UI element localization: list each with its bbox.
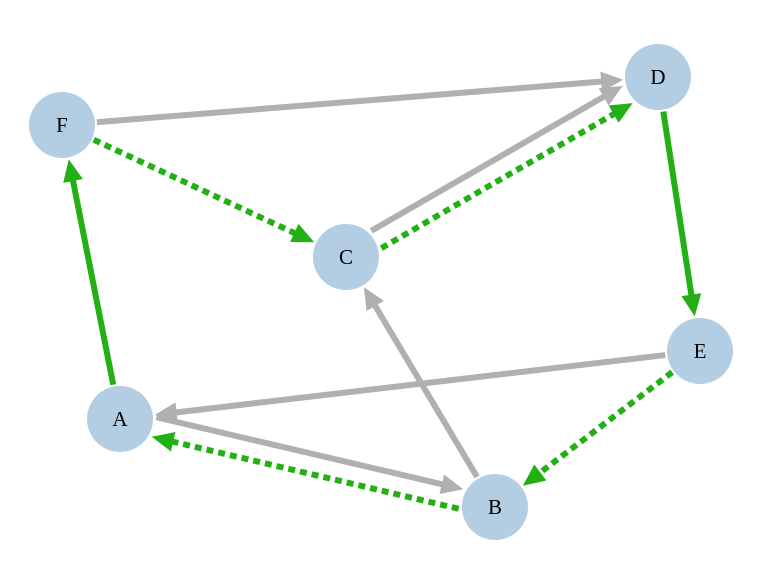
- node-A-circle: [87, 386, 153, 452]
- edge-B-A-dashed: [151, 432, 460, 512]
- edge-line: [155, 414, 445, 488]
- edge-line: [379, 110, 617, 251]
- node-E-circle: [667, 318, 733, 384]
- arrowhead: [151, 432, 176, 452]
- node-F-label: F: [56, 113, 68, 137]
- node-A: A: [87, 386, 153, 452]
- edge-line: [371, 302, 480, 479]
- arrowhead: [63, 159, 83, 183]
- node-B-circle: [462, 474, 528, 540]
- node-D: D: [625, 44, 691, 110]
- arrowhead: [363, 287, 384, 312]
- arrowhead: [439, 474, 464, 494]
- arrowhead: [154, 402, 178, 423]
- edge-F-D: [96, 71, 624, 126]
- edge-line: [69, 178, 117, 386]
- edge-line: [536, 369, 674, 477]
- edge-line: [369, 93, 607, 234]
- edge-line: [660, 111, 695, 298]
- node-C-label: C: [339, 245, 353, 269]
- node-A-label: A: [112, 407, 128, 431]
- node-B: B: [462, 474, 528, 540]
- arrowhead: [290, 223, 315, 243]
- node-F-circle: [29, 92, 95, 158]
- node-E: E: [667, 318, 733, 384]
- edge-B-C: [363, 287, 480, 479]
- arrowhead: [608, 103, 633, 123]
- edge-line: [170, 438, 460, 512]
- arrowhead: [522, 464, 547, 486]
- node-F: F: [29, 92, 95, 158]
- node-C: C: [313, 224, 379, 290]
- node-D-circle: [625, 44, 691, 110]
- arrowhead: [681, 293, 702, 317]
- edge-D-E: [660, 111, 702, 317]
- node-D-label: D: [650, 65, 665, 89]
- edge-C-D-dashed: [379, 103, 633, 251]
- edge-E-B-dashed: [522, 369, 674, 486]
- node-C-circle: [313, 224, 379, 290]
- edge-line: [92, 137, 298, 237]
- node-B-label: B: [488, 495, 502, 519]
- node-E-label: E: [694, 339, 707, 363]
- nodes-layer: A B C D E F: [29, 44, 733, 540]
- edge-F-C-dashed: [92, 137, 315, 243]
- arrowhead: [598, 85, 623, 106]
- edge-A-F: [63, 159, 117, 386]
- edge-A-B: [155, 414, 464, 494]
- edge-C-D: [369, 85, 623, 234]
- edge-line: [96, 78, 604, 126]
- edges-layer: [63, 71, 702, 512]
- arrowhead: [600, 71, 624, 92]
